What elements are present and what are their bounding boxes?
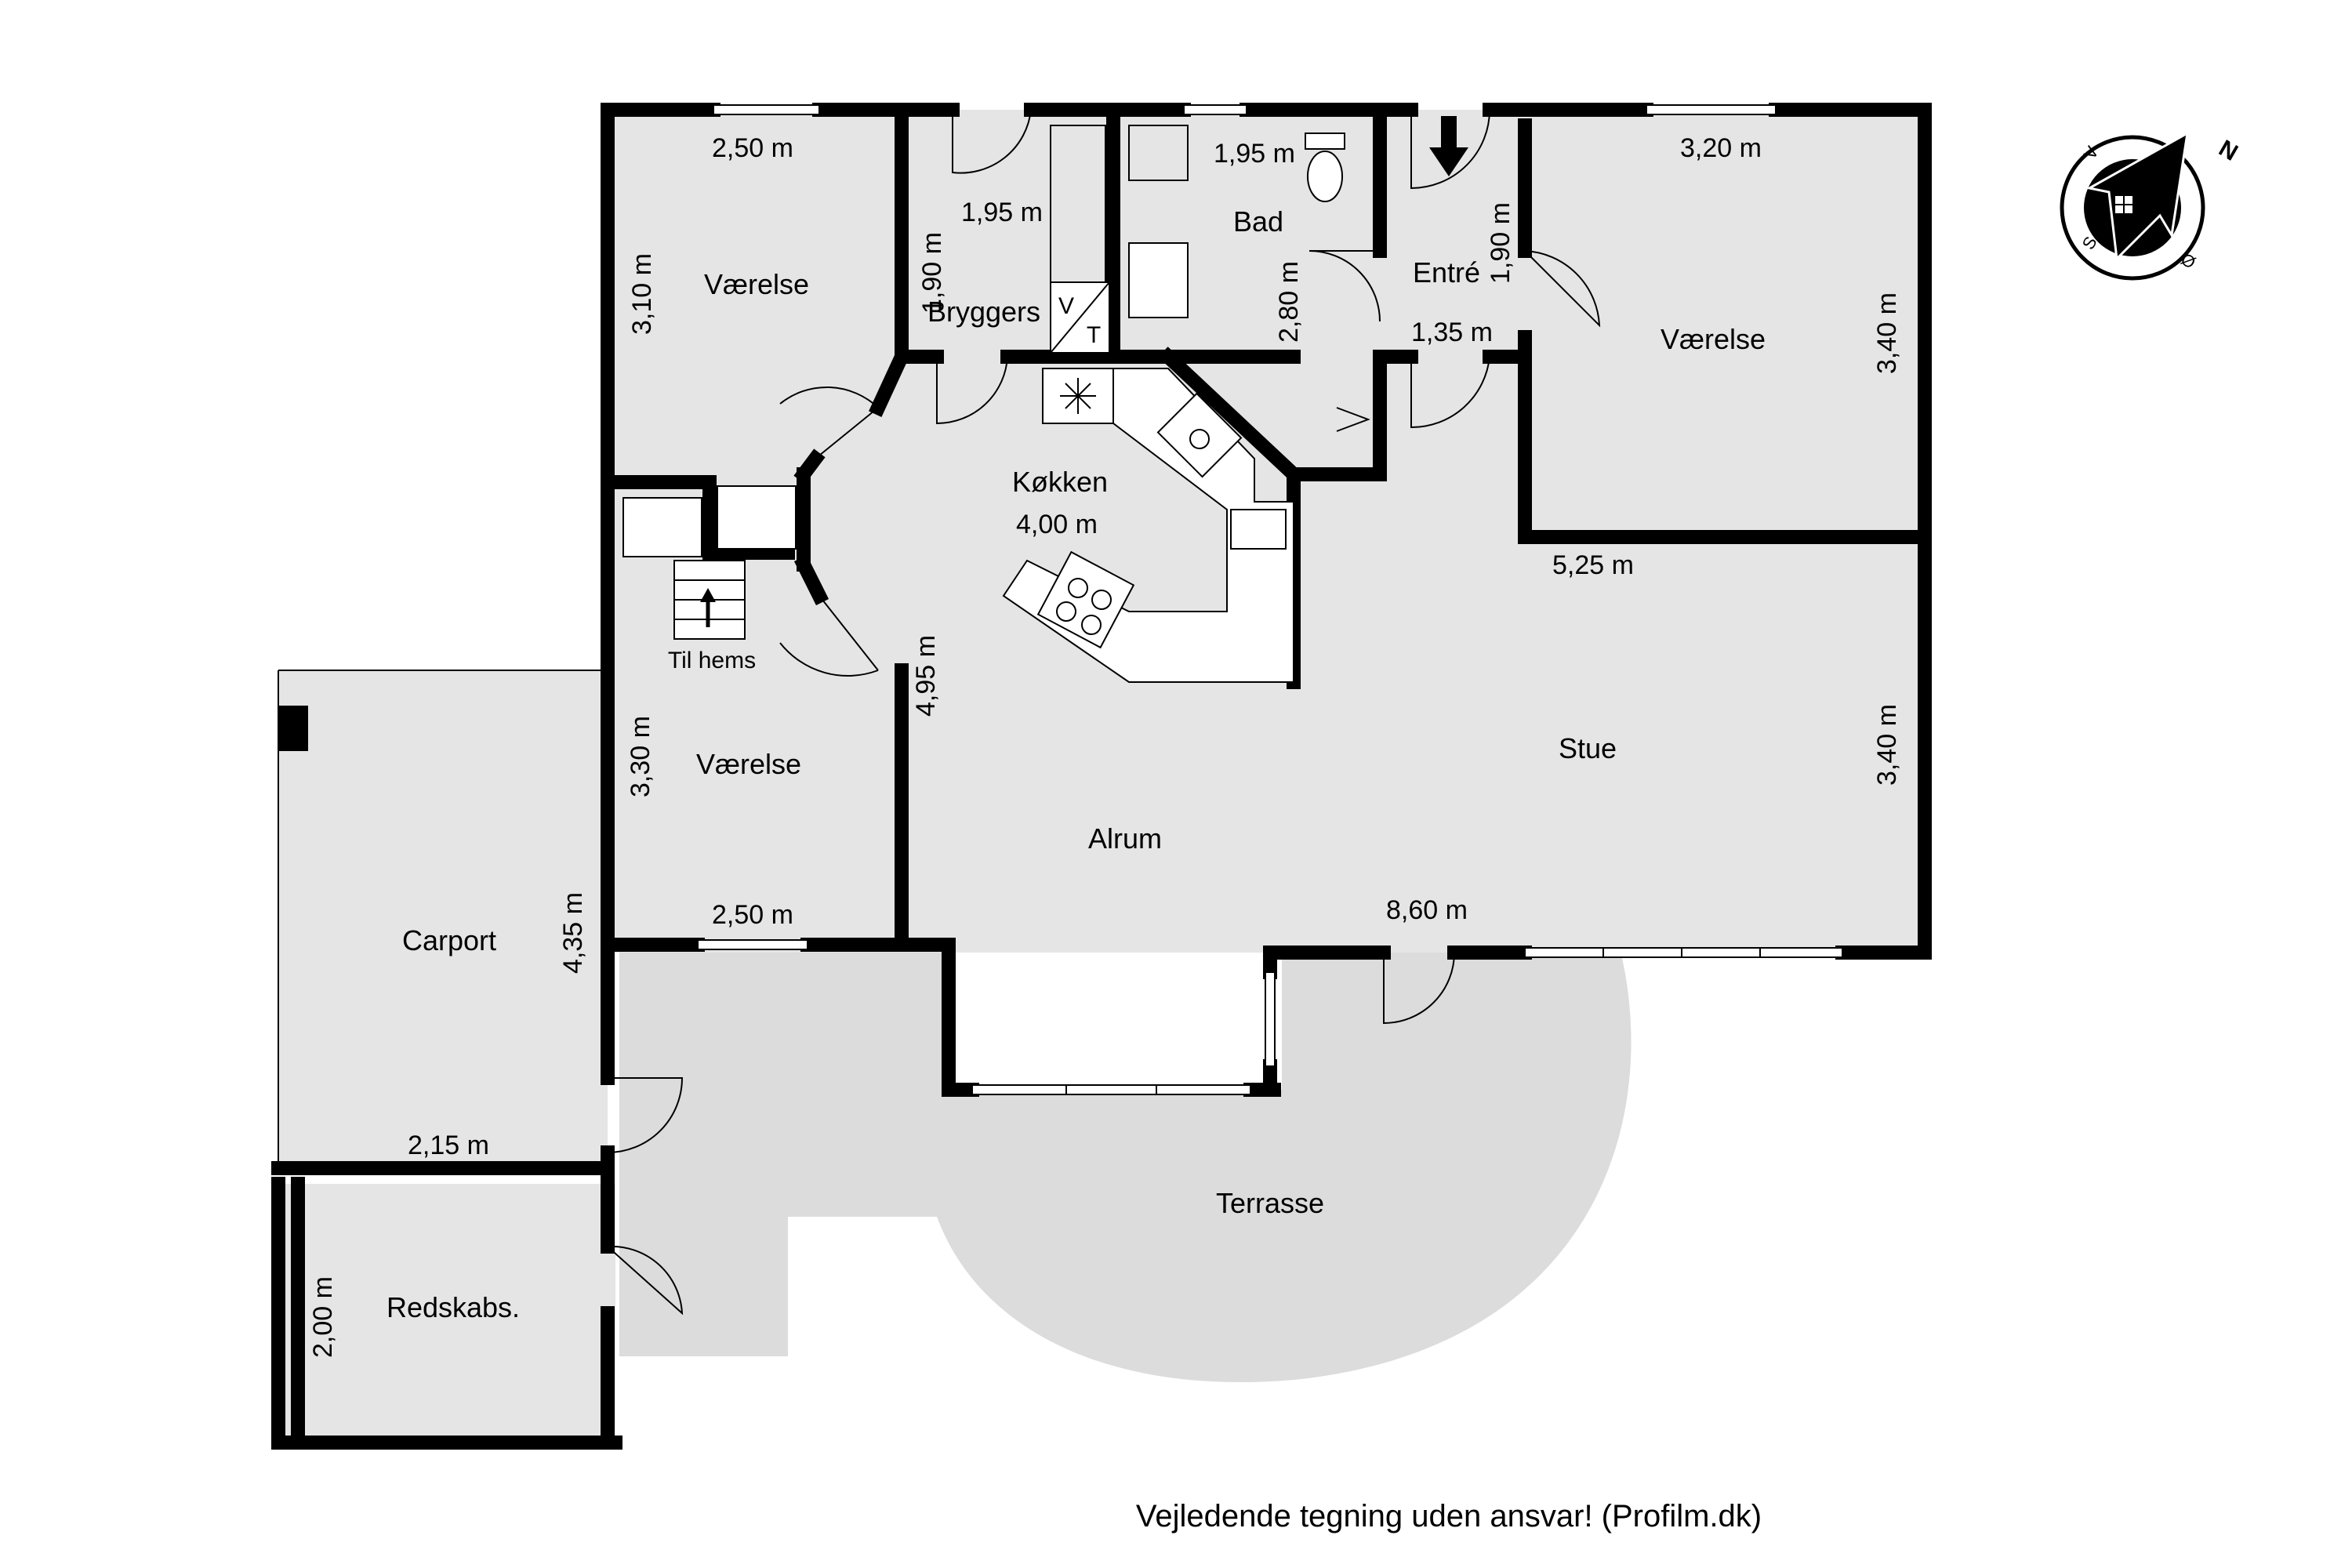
window-w-bedroom	[697, 939, 808, 950]
dim-vaerelse-nw-width: 2,50 m	[712, 133, 793, 163]
room-bryggers: Bryggers	[927, 296, 1040, 328]
room-stue: Stue	[1559, 732, 1617, 764]
room-carport: Carport	[402, 924, 496, 956]
door-bryggers-exterior	[952, 109, 1032, 174]
dim-carport-width: 2,15 m	[408, 1131, 489, 1160]
door-redskabs	[607, 1245, 684, 1316]
windows	[697, 104, 1843, 1095]
dim-bryggers-depth: 1,90 m	[917, 232, 947, 314]
compass: N Ø S V	[2060, 131, 2242, 281]
door-ne-bedroom	[1524, 250, 1601, 328]
redskabs-floor	[278, 1184, 615, 1443]
window-bay-2	[1065, 1084, 1157, 1095]
door-bryggers-inner	[936, 356, 1008, 425]
window-stue-2	[1602, 947, 1682, 958]
dim-bryggers-width: 1,95 m	[961, 198, 1043, 227]
entre-wardrobe-mark	[1336, 407, 1370, 432]
compass-north: N	[2215, 135, 2242, 165]
dim-redskabs-depth: 2,00 m	[308, 1276, 338, 1358]
dim-stue-depth: 3,40 m	[1872, 704, 1902, 786]
dim-entre-depth: 1,90 m	[1486, 202, 1515, 284]
dimension-labels: 2,50 m 3,10 m 1,95 m 1,90 m 1,95 m 2,80 …	[308, 133, 1902, 1358]
room-vaerelse-ne: Værelse	[1661, 323, 1766, 355]
window-bay-1	[971, 1084, 1067, 1095]
entrance-arrow-icon	[1429, 116, 1468, 176]
dim-vaerelse-nw-depth: 3,10 m	[627, 253, 657, 335]
label-til-hems: Til hems	[668, 648, 756, 673]
room-redskabs: Redskabs.	[387, 1291, 520, 1323]
dim-bad-depth: 2,80 m	[1274, 261, 1304, 343]
label-dryer: T	[1087, 322, 1101, 348]
room-alrum: Alrum	[1088, 822, 1162, 855]
snowflake-icon	[1060, 378, 1096, 414]
window-bay-side	[1265, 971, 1276, 1067]
bathroom-shelf	[1128, 125, 1189, 181]
room-terrasse: Terrasse	[1216, 1187, 1324, 1219]
dim-alrum-depth: 4,95 m	[911, 635, 941, 717]
window-nw-bedroom	[713, 104, 820, 115]
north-arrow-icon	[2085, 131, 2189, 262]
dim-entre-width: 1,35 m	[1411, 318, 1493, 347]
closet-a	[622, 497, 702, 557]
fixtures	[622, 125, 1370, 683]
dim-vaerelse-ne-depth: 3,40 m	[1872, 292, 1902, 374]
room-vaerelse-nw: Værelse	[704, 268, 809, 300]
terrace-surface	[619, 945, 1632, 1383]
window-stue-4	[1759, 947, 1843, 958]
door-entre-exterior	[1410, 109, 1490, 190]
house-icon	[2115, 196, 2132, 213]
dishwasher	[1230, 509, 1287, 550]
window-ne-bedroom	[1646, 104, 1777, 115]
dim-carport-depth: 4,35 m	[558, 892, 588, 974]
dim-vaerelse-w-depth: 3,30 m	[626, 716, 655, 797]
door-w-bedroom	[779, 595, 879, 677]
stair-up-arrow	[700, 588, 716, 627]
door-carport	[607, 1077, 684, 1153]
door-nw-bedroom	[779, 386, 879, 459]
window-stue-1	[1524, 947, 1604, 958]
dim-bad-width: 1,95 m	[1214, 139, 1295, 169]
door-entre-inner	[1410, 356, 1490, 429]
bathroom-sink	[1128, 242, 1189, 318]
room-labels: Værelse Bryggers Bad Entré Værelse Køkke…	[387, 205, 1766, 1323]
room-bad: Bad	[1233, 205, 1283, 238]
closet-b	[717, 485, 797, 550]
label-washer: V	[1058, 293, 1074, 319]
carport-floor	[278, 670, 608, 1168]
doors	[607, 109, 1601, 1316]
carport-post	[278, 706, 308, 751]
window-bad	[1183, 104, 1247, 115]
room-koekken: Køkken	[1012, 466, 1108, 498]
dim-vaerelse-w-width: 2,50 m	[712, 900, 793, 930]
dim-living-total-width: 8,60 m	[1386, 895, 1468, 925]
disclaimer: Vejledende tegning uden ansvar! (Profilm…	[1136, 1499, 1762, 1534]
window-bay-3	[1156, 1084, 1251, 1095]
door-terrace	[1383, 952, 1455, 1025]
toilet	[1307, 151, 1343, 202]
room-vaerelse-w: Værelse	[696, 748, 801, 780]
stove	[1036, 550, 1135, 649]
dim-stue-width: 5,25 m	[1552, 550, 1634, 580]
dim-vaerelse-ne-width: 3,20 m	[1680, 133, 1762, 163]
door-bad	[1308, 250, 1381, 322]
dim-koekken-width: 4,00 m	[1016, 510, 1098, 539]
room-entre: Entré	[1413, 256, 1480, 289]
kitchen-sink	[1156, 392, 1243, 478]
window-stue-3	[1681, 947, 1761, 958]
